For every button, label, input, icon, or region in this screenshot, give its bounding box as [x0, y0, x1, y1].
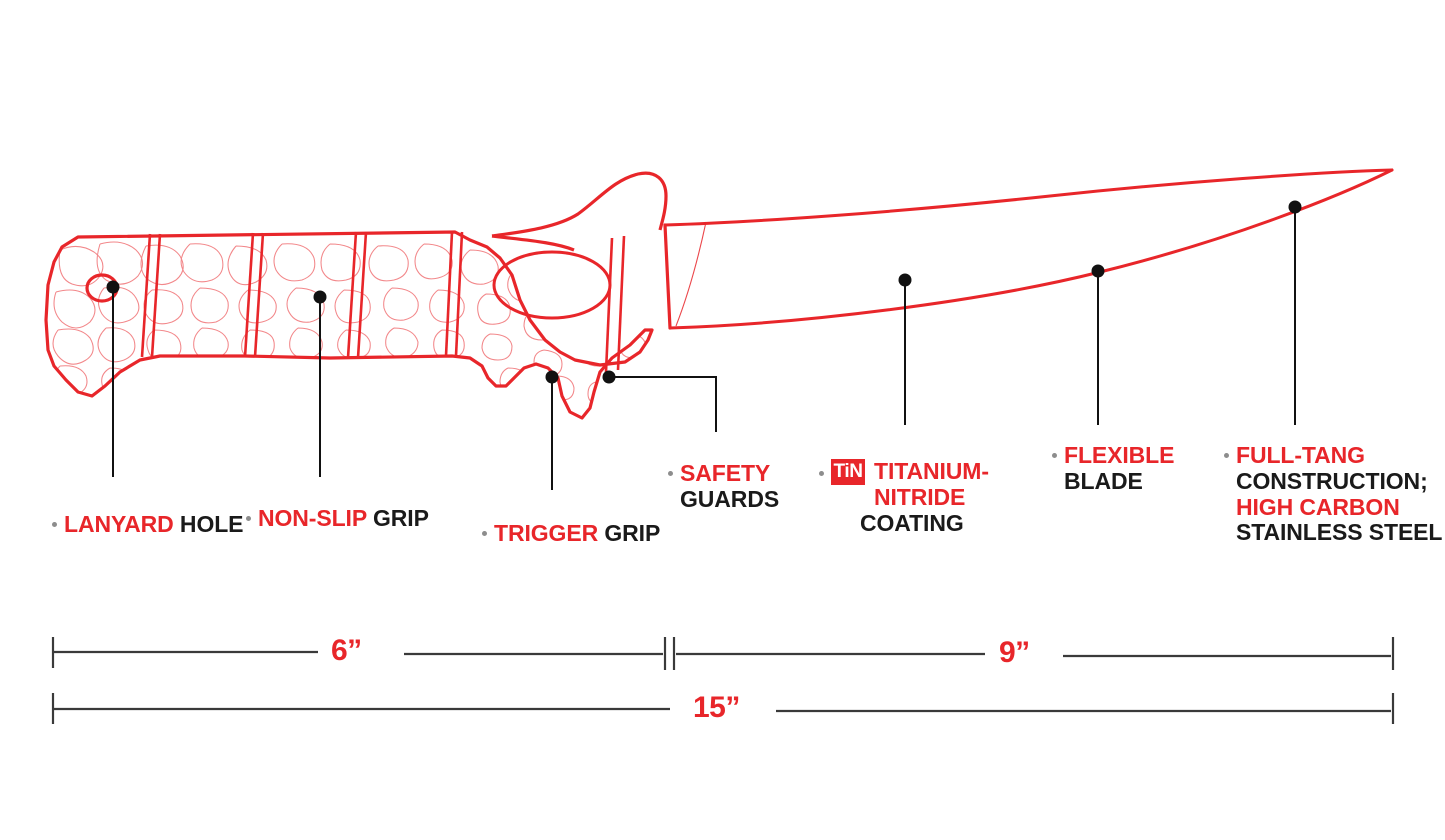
grip-grooves: [140, 231, 626, 373]
callout-trigger-grip: TRIGGER GRIP: [482, 520, 661, 547]
dimension-handle-length: 6”: [331, 634, 362, 667]
callout-titanium-nitride-line3: COATING: [860, 509, 964, 536]
bullet-icon: [246, 515, 251, 521]
callout-full-tang-line1: FULL-TANG: [1224, 442, 1442, 469]
leader-pins: [106, 200, 1302, 384]
callout-titanium-nitride-line2: NITRIDE: [874, 483, 966, 510]
callout-lanyard-hole-keyword: LANYARD: [64, 511, 174, 537]
bullet-icon: [1224, 452, 1229, 458]
callout-full-tang-line2: CONSTRUCTION;: [1236, 467, 1428, 494]
bullet-icon: [52, 521, 57, 527]
callout-full-tang-line4: STAINLESS STEEL: [1236, 519, 1443, 546]
callout-safety-guards: SAFETY GUARDS: [668, 460, 780, 513]
callout-full-tang-construction: FULL-TANG CONSTRUCTION; HIGH CARBON STAI…: [1224, 442, 1443, 546]
callout-non-slip-grip-keyword: NON-SLIP: [258, 505, 367, 531]
callout-full-tang-line3: HIGH CARBON: [1236, 493, 1400, 520]
dimension-overall-length: 15”: [693, 691, 740, 724]
callout-flexible-blade-line2: BLADE: [1064, 467, 1143, 494]
callout-safety-guards-line1: SAFETY: [668, 460, 779, 487]
scale-texture: [52, 241, 647, 418]
bullet-icon: [668, 470, 673, 476]
callout-safety-guards-line2: GUARDS: [680, 485, 780, 512]
callout-lanyard-hole: LANYARD HOLE: [52, 511, 244, 538]
handle-body: [44, 171, 668, 420]
callout-titanium-nitride-coating: TiN TITANIUM- NITRIDE COATING: [819, 458, 989, 536]
bullet-icon: [482, 530, 487, 536]
callout-titanium-nitride-line1: TITANIUM-: [874, 458, 989, 484]
lanyard-hole: [85, 273, 119, 303]
blade-outline: [663, 168, 1394, 330]
callout-lanyard-hole-rest: HOLE: [173, 511, 244, 537]
bullet-icon: [1052, 452, 1057, 458]
callout-trigger-grip-keyword: TRIGGER: [494, 520, 599, 546]
callout-flexible-blade: FLEXIBLE BLADE: [1052, 442, 1174, 495]
dimension-blade-length: 9”: [999, 636, 1030, 669]
callout-flexible-blade-line1: FLEXIBLE: [1052, 442, 1174, 469]
tin-badge-icon: TiN: [831, 459, 865, 485]
callout-trigger-grip-rest: GRIP: [598, 520, 661, 546]
bullet-icon: [819, 471, 824, 476]
callout-non-slip-grip: NON-SLIP GRIP: [246, 505, 429, 532]
callout-non-slip-grip-rest: GRIP: [366, 505, 429, 531]
